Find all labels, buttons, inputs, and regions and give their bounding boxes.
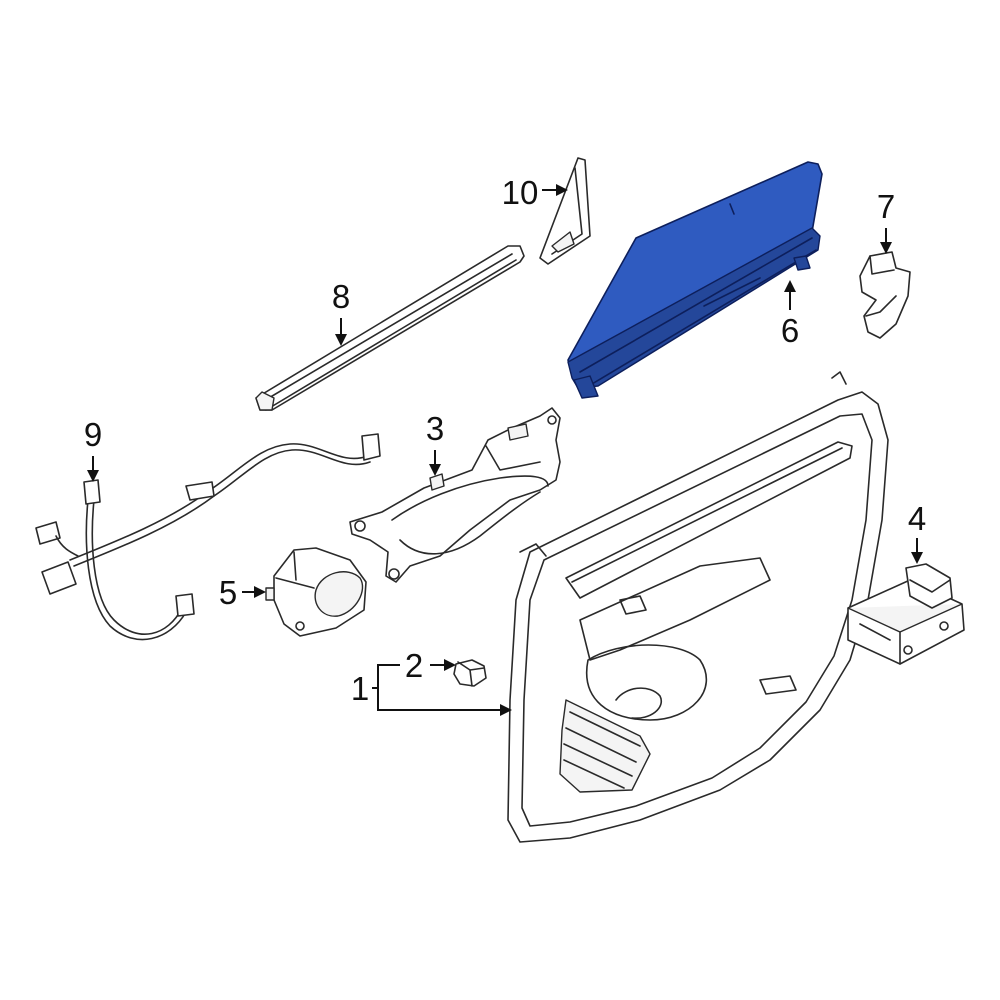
part-8-belt-molding[interactable]	[255, 245, 525, 411]
callout-6: 6	[781, 312, 799, 349]
part-2-fastener[interactable]	[453, 659, 487, 687]
part-10-corner-trim[interactable]	[539, 157, 591, 265]
callout-5: 5	[219, 574, 237, 611]
callout-8: 8	[332, 278, 350, 315]
part-1-door-panel[interactable]	[507, 371, 889, 843]
callout-1: 1	[351, 670, 369, 707]
part-9-wiring-harness[interactable]	[35, 433, 381, 641]
callout-arrows	[87, 184, 923, 716]
part-3-inside-handle[interactable]	[349, 407, 561, 583]
callout-10: 10	[502, 174, 539, 211]
part-6-upper-panel-highlighted[interactable]	[567, 161, 823, 399]
callout-7: 7	[877, 188, 895, 225]
callout-4: 4	[908, 500, 926, 537]
part-7-bracket[interactable]	[859, 251, 911, 339]
part-4-switch-bezel[interactable]	[847, 563, 965, 665]
callout-3: 3	[426, 410, 444, 447]
callout-2: 2	[405, 647, 423, 684]
callout-9: 9	[84, 416, 102, 453]
part-5-switch[interactable]	[265, 547, 367, 637]
